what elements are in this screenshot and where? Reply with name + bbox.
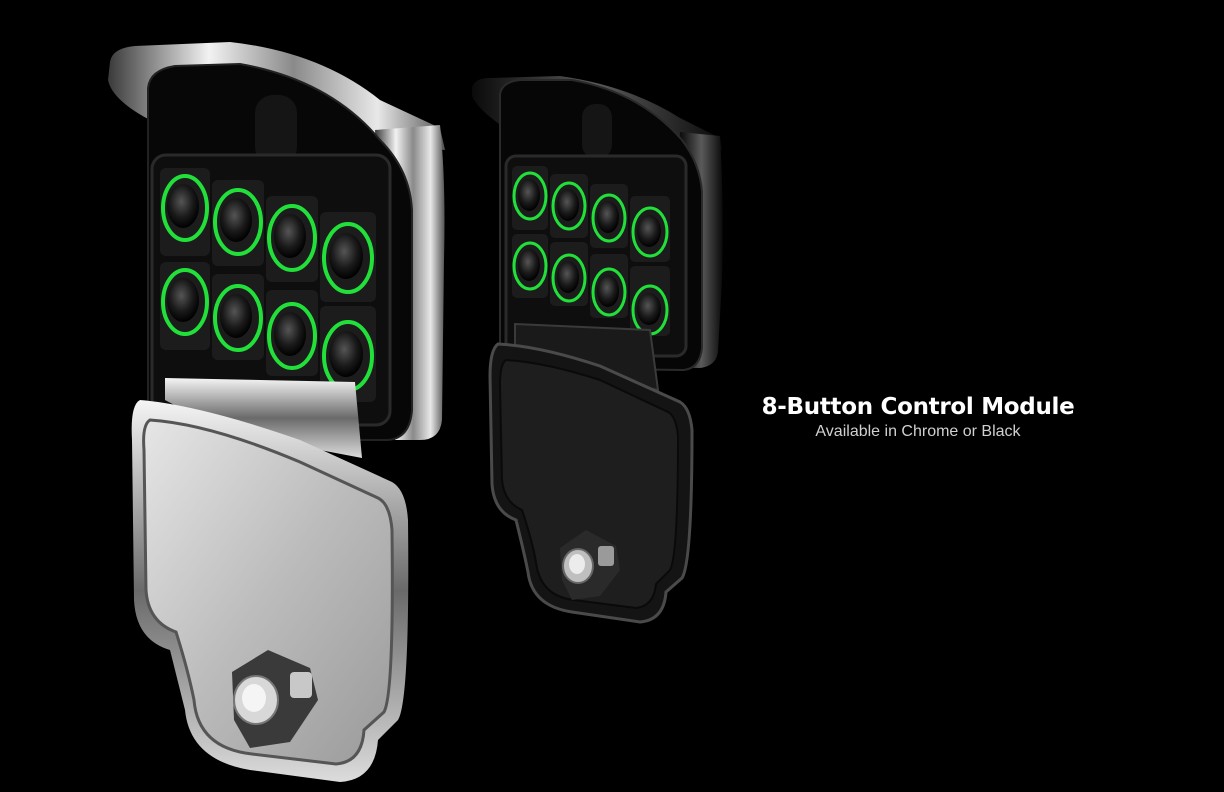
product-subtitle: Available in Chrome or Black xyxy=(815,423,1021,440)
switch-button[interactable] xyxy=(160,262,210,350)
switch-button[interactable] xyxy=(590,254,628,318)
switch-button[interactable] xyxy=(212,274,264,360)
switch-button[interactable] xyxy=(512,234,548,298)
switch-button[interactable] xyxy=(630,266,670,336)
switch-button[interactable] xyxy=(266,196,318,282)
mount-slot xyxy=(255,95,297,165)
product-title: 8-Button Control Module xyxy=(761,394,1075,420)
black-lid-window xyxy=(498,358,680,610)
switch-button[interactable] xyxy=(630,196,670,262)
switch-button[interactable] xyxy=(266,290,318,376)
switch-button[interactable] xyxy=(550,242,588,306)
chrome-hinge xyxy=(165,378,362,458)
black-module xyxy=(472,76,723,624)
switch-button[interactable] xyxy=(212,180,264,266)
product-caption: 8-Button Control Module Available in Chr… xyxy=(700,392,1136,442)
switch-button[interactable] xyxy=(512,166,548,230)
switch-button[interactable] xyxy=(590,184,628,248)
switch-button[interactable] xyxy=(320,212,376,302)
chrome-module xyxy=(108,42,445,782)
black-button-grid xyxy=(512,166,670,336)
mount-slot xyxy=(582,104,612,158)
chrome-button-grid xyxy=(160,168,376,402)
switch-button[interactable] xyxy=(550,174,588,238)
chrome-lid-window xyxy=(142,418,394,766)
switch-button[interactable] xyxy=(160,168,210,256)
black-latch[interactable] xyxy=(560,530,620,600)
chrome-latch[interactable] xyxy=(232,650,318,748)
